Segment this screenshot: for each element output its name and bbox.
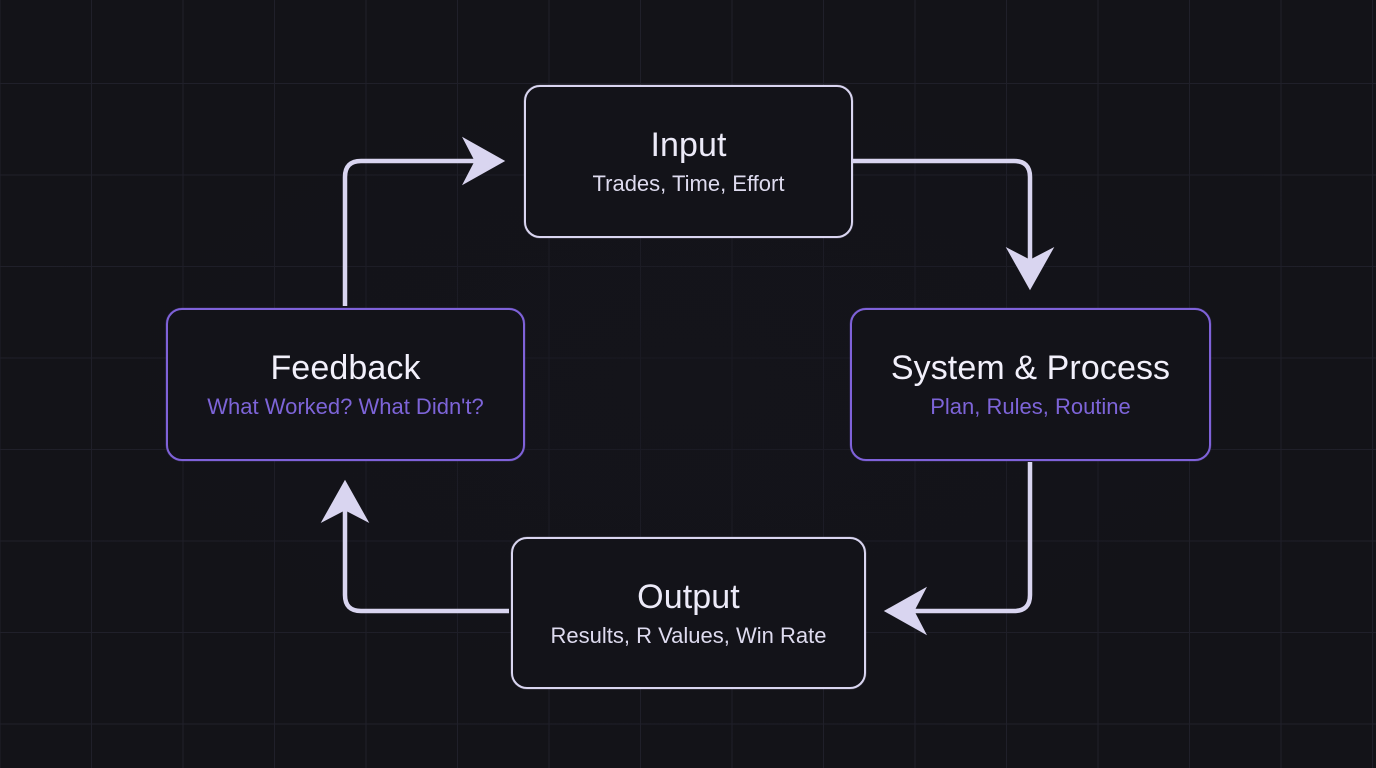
node-feedback[interactable]: Feedback What Worked? What Didn't?	[166, 308, 525, 461]
edge-output-to-feedback	[320, 479, 509, 614]
node-output-title: Output	[637, 577, 740, 616]
node-output[interactable]: Output Results, R Values, Win Rate	[511, 537, 866, 689]
node-input-title: Input	[650, 126, 727, 165]
edge-input-to-system	[853, 158, 1055, 291]
node-system-and-process[interactable]: System & Process Plan, Rules, Routine	[850, 308, 1211, 461]
node-system-subtitle: Plan, Rules, Routine	[930, 394, 1131, 420]
edge-feedback-to-input	[342, 136, 506, 306]
node-feedback-title: Feedback	[270, 349, 421, 388]
node-feedback-subtitle: What Worked? What Didn't?	[207, 394, 484, 420]
node-input[interactable]: Input Trades, Time, Effort	[524, 85, 853, 238]
edge-system-to-output	[883, 462, 1033, 636]
node-output-subtitle: Results, R Values, Win Rate	[550, 622, 827, 648]
node-system-title: System & Process	[890, 349, 1171, 388]
node-input-subtitle: Trades, Time, Effort	[592, 171, 785, 197]
